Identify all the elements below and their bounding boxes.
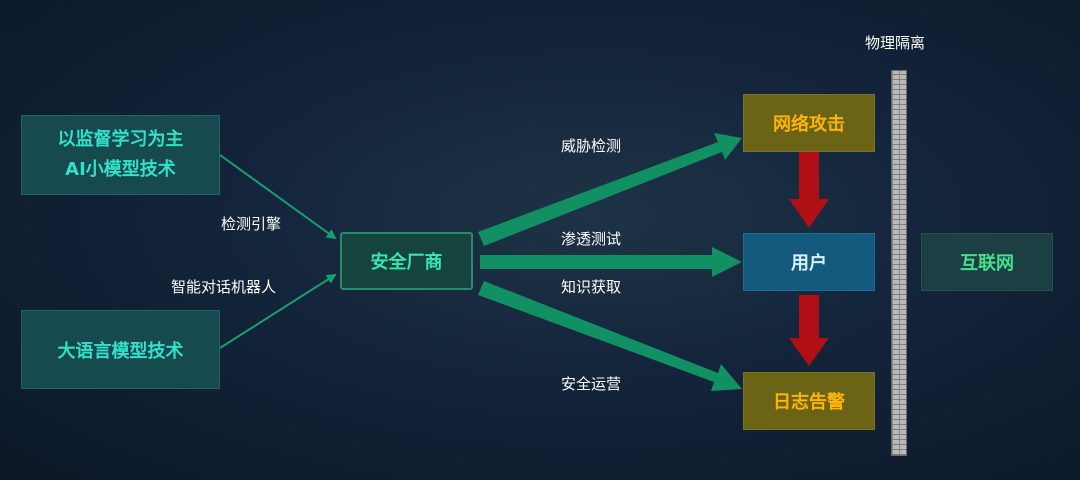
physical-isolation-wall bbox=[891, 70, 907, 456]
user-label: 用户 bbox=[791, 253, 827, 274]
security-vendor-box: 安全厂商 bbox=[340, 232, 473, 290]
detection-engine-label: 检测引擎 bbox=[221, 215, 282, 233]
supervised-ai-model-box: 以监督学习为主 AI小模型技术 bbox=[21, 115, 220, 195]
supervised-ai-model-line2: AI小模型技术 bbox=[65, 159, 176, 180]
physical-isolation-label: 物理隔离 bbox=[865, 34, 926, 52]
security-vendor-label: 安全厂商 bbox=[370, 252, 443, 273]
secops-label: 安全运营 bbox=[561, 375, 622, 393]
llm-label: 大语言模型技术 bbox=[57, 340, 184, 362]
pentest-label: 渗透测试 bbox=[561, 230, 622, 248]
chatbot-arrow bbox=[219, 273, 337, 349]
knowledge-label: 知识获取 bbox=[561, 278, 622, 296]
user-box: 用户 bbox=[743, 233, 875, 291]
internet-label: 互联网 bbox=[960, 253, 1014, 274]
secops-arrow bbox=[478, 281, 742, 391]
attack-to-user-arrow bbox=[789, 152, 829, 228]
threat-detection-label: 威胁检测 bbox=[561, 137, 622, 155]
network-attack-box: 网络攻击 bbox=[743, 94, 875, 152]
log-alert-label: 日志告警 bbox=[773, 392, 845, 413]
internet-box: 互联网 bbox=[921, 233, 1053, 291]
log-alert-box: 日志告警 bbox=[743, 372, 875, 430]
user-to-alert-arrow bbox=[789, 295, 829, 366]
network-attack-label: 网络攻击 bbox=[773, 114, 845, 135]
supervised-ai-model-line1: 以监督学习为主 bbox=[57, 129, 184, 150]
chatbot-label: 智能对话机器人 bbox=[171, 278, 277, 296]
llm-box: 大语言模型技术 bbox=[21, 310, 220, 389]
threat-detection-arrow bbox=[478, 133, 742, 246]
pentest-arrow bbox=[480, 247, 742, 277]
detection-engine-arrow bbox=[219, 154, 337, 240]
